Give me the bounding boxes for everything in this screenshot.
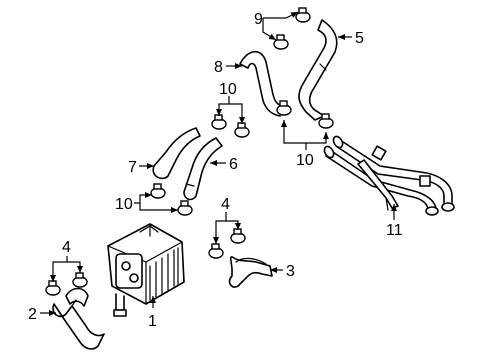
callout-4-left: 4	[62, 239, 71, 256]
callout-5: 5	[355, 30, 364, 47]
clamp-icon-part-10-left-top	[150, 183, 166, 199]
callout-10-upper: 10	[219, 81, 237, 98]
hose-part-8	[239, 50, 283, 117]
clamp-icon-part-10-left-bottom	[177, 200, 193, 216]
hose-part-6	[183, 137, 223, 201]
callout-9: 9	[254, 11, 263, 28]
clamp-icon-part-4-right-a	[230, 228, 246, 244]
clamp-icon-part-10-mid-right	[318, 113, 334, 129]
callout-2: 2	[28, 306, 37, 323]
clamp-icon-part-10-mid-left	[276, 100, 292, 116]
hose-part-2	[52, 287, 105, 350]
callout-10-left: 10	[115, 196, 133, 213]
pipe-assembly-part-11	[323, 135, 455, 216]
callout-3: 3	[286, 263, 295, 280]
clamp-icon-part-4-right-b	[208, 243, 224, 259]
clamp-icon-part-4-left-b	[72, 272, 88, 288]
clamp-icon-part-9-bottom	[273, 34, 289, 50]
callout-8: 8	[214, 59, 223, 76]
clamp-icon-part-9-top	[295, 7, 311, 23]
callout-4-right: 4	[221, 196, 230, 213]
oil-cooler-part-1	[107, 223, 185, 317]
leader-lines	[40, 11, 397, 316]
clamp-icon-part-10-upper-left	[211, 114, 227, 130]
hose-part-7	[152, 127, 201, 180]
hose-part-5	[298, 19, 338, 121]
callout-11: 11	[386, 222, 403, 239]
callout-7: 7	[128, 159, 137, 176]
callout-1: 1	[148, 313, 157, 330]
hose-part-3	[228, 256, 273, 288]
callout-10-mid: 10	[296, 152, 314, 169]
clamp-icon-part-4-left-a	[45, 280, 61, 296]
callout-6: 6	[229, 156, 238, 173]
clamp-icon-part-10-upper-right	[234, 122, 250, 138]
